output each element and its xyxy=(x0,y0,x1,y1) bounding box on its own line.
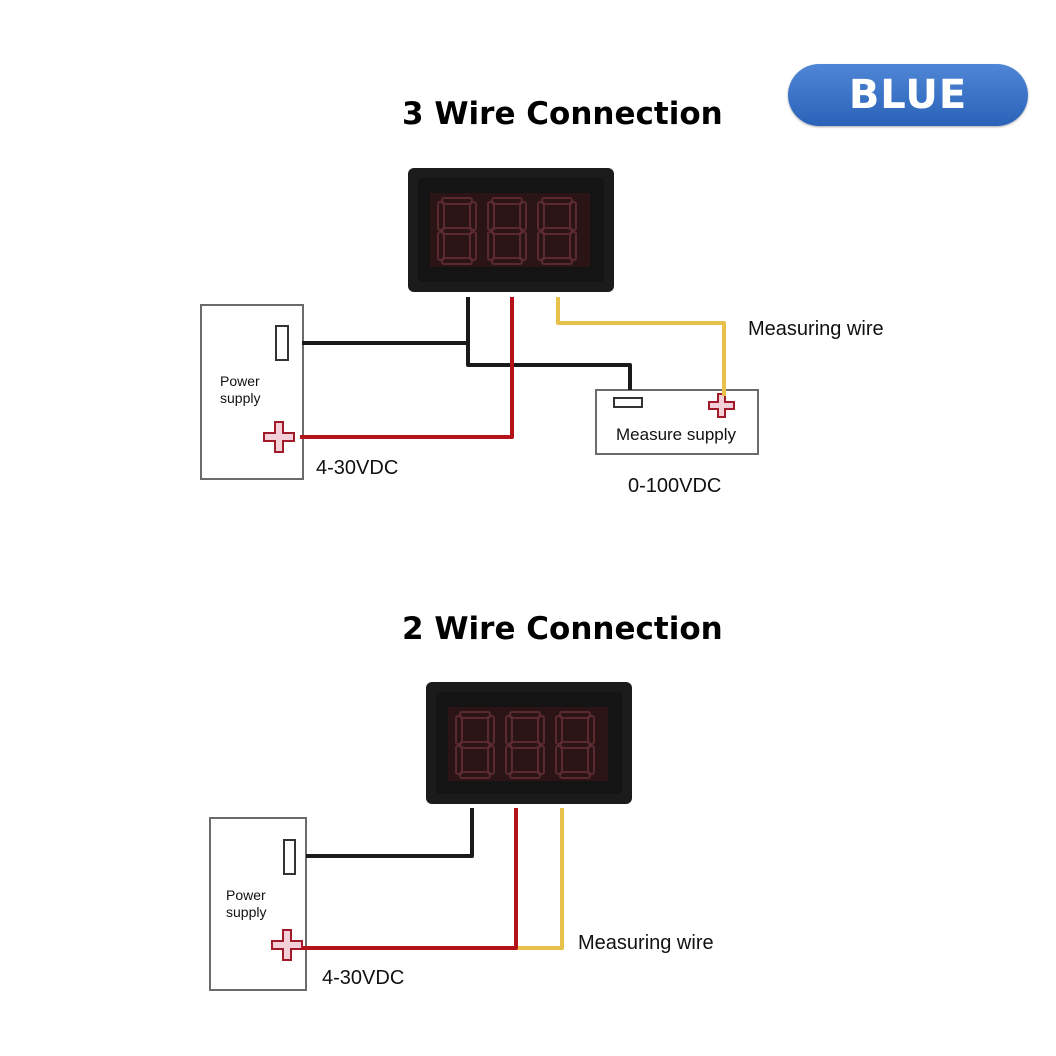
measure-supply-label: Measure supply xyxy=(616,425,737,444)
measure-voltage-label: 0-100VDC xyxy=(628,475,722,497)
yellow-wire xyxy=(556,297,726,396)
title-2-wire: 2 Wire Connection xyxy=(402,611,723,647)
red-wire xyxy=(302,808,518,950)
title-3-wire: 3 Wire Connection xyxy=(402,96,723,132)
measuring-wire-label: Measuring wire xyxy=(748,318,884,340)
wires-bottom xyxy=(302,808,564,950)
voltmeter-top xyxy=(408,168,614,292)
wires-top xyxy=(300,297,726,439)
plus-terminal-icon xyxy=(708,393,735,418)
measure-supply-box xyxy=(595,389,759,455)
voltmeter-bottom xyxy=(426,682,632,804)
plus-terminal-icon xyxy=(271,929,303,961)
power-supply-label: Power supply xyxy=(220,373,261,406)
color-badge: BLUE xyxy=(788,64,1028,126)
power-supply-label: Power supply xyxy=(226,887,267,920)
power-voltage-label: 4-30VDC xyxy=(322,967,405,989)
power-supply-top xyxy=(200,304,304,480)
plus-terminal-icon xyxy=(263,421,295,453)
yellow-wire xyxy=(516,808,564,950)
black-wire xyxy=(466,343,632,390)
red-wire xyxy=(300,297,514,439)
power-voltage-label: 4-30VDC xyxy=(316,457,399,479)
power-supply-bottom xyxy=(209,817,307,991)
black-wire xyxy=(306,808,474,858)
measuring-wire-label: Measuring wire xyxy=(578,932,714,954)
minus-terminal-icon xyxy=(283,839,296,875)
minus-terminal-icon xyxy=(275,325,289,361)
black-wire xyxy=(302,297,470,345)
minus-terminal-icon xyxy=(613,397,643,408)
